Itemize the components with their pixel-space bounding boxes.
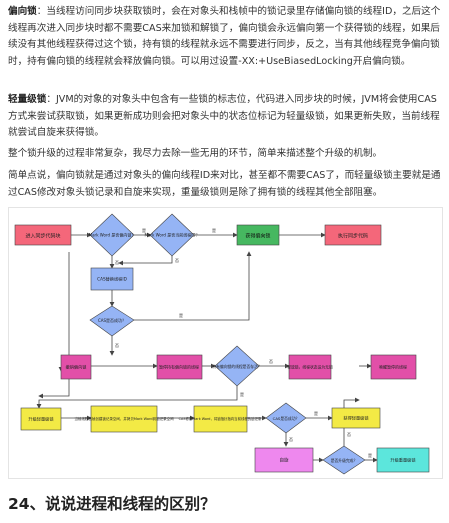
enter-block-node [14,224,72,246]
simple-text: 简单点说，偏向锁就是通过对象头的偏向线程ID来对比，甚至都不需要CAS了，而轻量… [8,170,441,198]
no-label-6: 否 [347,432,351,437]
upgrade-done-label: 是否升级完成？ [331,458,358,463]
upgrade-done-decision [322,445,366,475]
get-biased-node [236,224,280,246]
yes-label-3: 是 [179,312,183,318]
exec-code-label: 执行同步代码 [338,233,368,240]
wake-thread-node [370,354,417,380]
no-label-5: 否 [289,437,293,442]
enter-block-label: 进入同步代码块 [25,233,60,240]
yes-label-5: 是 [314,410,318,416]
upgrade-heavy-node [376,447,430,473]
lock-upgrade-flowchart: 进入同步代码块 Mark Word 是否偏向锁？ Mark Word 是否当前线… [8,207,443,479]
thread-alive-decision [214,345,260,387]
get-light-node [331,407,381,429]
copy-markword-label: 当前线程栈帧创建锁记录空间，并拷贝Mark Word到锁记录空间 [74,416,174,421]
no-label-4: 否 [269,359,273,364]
release-lock-label: 释放锁，线程状态设为无锁 [287,365,333,370]
spin-node [254,447,314,473]
spin-label: 自旋 [280,457,289,464]
biased-lock-text: ：当线程访问同步块获取锁时，会在对象头和栈帧中的锁记录里存储偏向锁的线程ID，之… [8,6,441,67]
cas-light-decision [265,402,307,434]
is-thread-id-decision [149,213,195,257]
cas-thread-id-node [90,267,134,291]
is-biased-label: Mark Word 是否偏向锁？ [89,232,136,238]
copy-markword-node [90,405,158,433]
is-thread-id-label: Mark Word 是否当前线程ID？ [145,232,200,238]
is-biased-decision [89,213,135,257]
yes-label-6: 是 [368,452,372,458]
cas-light-label: CAS是否成功？ [273,416,300,421]
summary-text: 整个锁升级的过程非常复杂，我尽力去除一些无用的环节，简单来描述整个升级的机制。 [8,148,383,159]
cas-thread-id-label: CAS替换线程ID [97,276,127,283]
biased-lock-paragraph: 偏向锁：当线程访问同步块获取锁时，会在对象头和栈帧中的锁记录里存储偏向锁的线程I… [8,4,441,70]
pause-thread-label: 暂停持有偏向锁的线程 [159,364,199,370]
section-heading: 24、说说进程和线程的区别？ [8,495,216,513]
exec-code-node [324,224,382,246]
light-lock-text: ：JVM的对象的对象头中包含有一些锁的标志位，代码进入同步块的时候，JVM将会使… [8,94,440,138]
get-biased-label: 获得偏向锁 [245,233,270,240]
no-label-1: 否 [115,260,119,265]
yes-label-4: 是 [240,391,244,397]
pause-thread-node [156,354,203,380]
thread-alive-label: 持有偏向锁的线程是否存活？ [212,364,261,369]
no-label-2: 否 [175,258,179,263]
cas-success-decision [89,305,135,337]
revoke-biased-node [60,354,92,380]
get-light-label: 获得轻量级锁 [343,415,369,422]
cas-success-label: CAS是否成功？ [98,317,126,323]
upgrade-light-label: 升级轻量级锁 [28,416,54,423]
yes-label-2: 是 [212,227,216,233]
flow-arrows [36,232,378,463]
yes-label-1: 是 [142,227,146,233]
cas-markword-node [193,405,248,433]
light-lock-paragraph: 轻量级锁：JVM的对象的对象头中包含有一些锁的标志位，代码进入同步块的时候，JV… [8,92,441,142]
light-lock-term: 轻量级锁 [8,94,47,105]
summary-paragraph: 整个锁升级的过程非常复杂，我尽力去除一些无用的环节，简单来描述整个升级的机制。 [8,146,441,163]
upgrade-heavy-label: 升级重量级锁 [390,457,416,464]
no-label-3: 否 [115,343,119,348]
cas-markword-label: CAS修改Mark Word，将锁指针指向当前线程的锁记录 [179,416,262,421]
wake-thread-label: 唤醒暂停的线程 [379,364,407,370]
simple-paragraph: 简单点说，偏向锁就是通过对象头的偏向线程ID来对比，甚至都不需要CAS了，而轻量… [8,168,441,201]
upgrade-light-node [20,407,62,431]
release-lock-node [288,354,332,380]
revoke-biased-label: 撤销偏向锁 [66,364,88,371]
biased-lock-term: 偏向锁 [8,6,37,17]
